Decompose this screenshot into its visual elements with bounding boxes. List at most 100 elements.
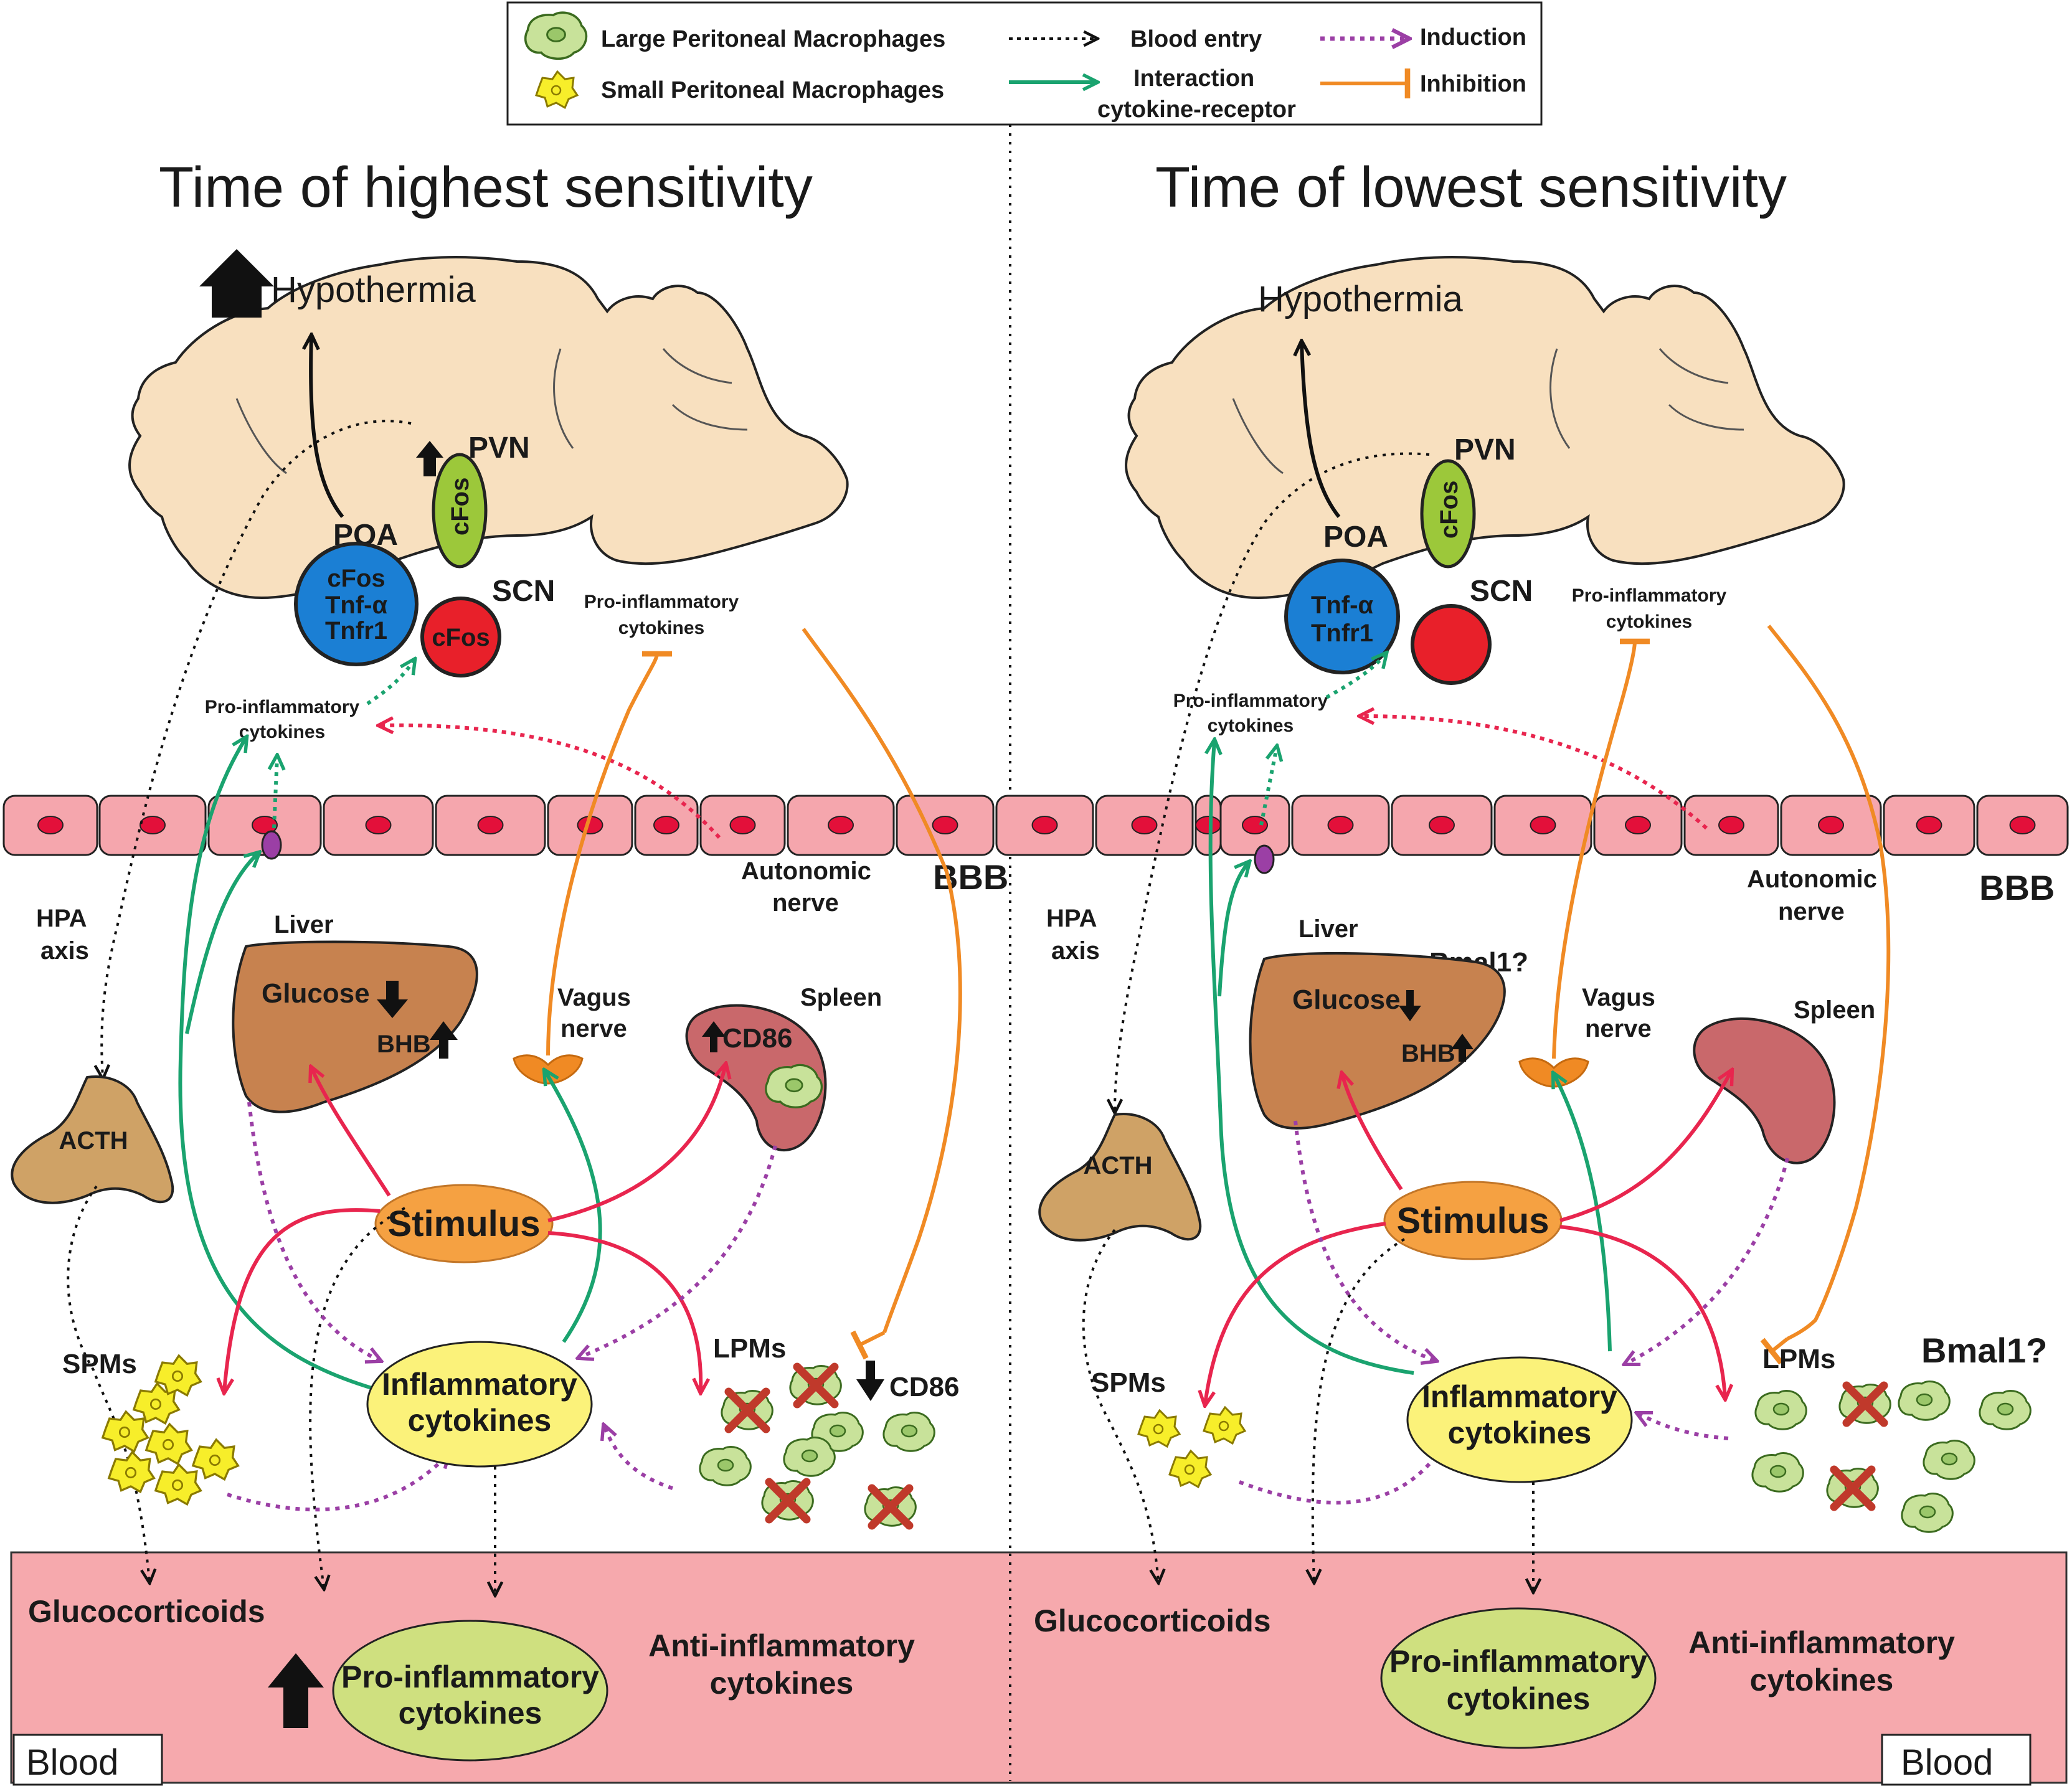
left-hpa-axis-path bbox=[102, 420, 412, 1077]
left-inflam-to-bbb-cytokines-arrow bbox=[178, 738, 374, 1390]
left-bbb-label: BBB bbox=[933, 857, 1008, 897]
legend-box bbox=[506, 1, 1543, 126]
bbb-cell bbox=[207, 795, 322, 856]
bbb-cell bbox=[1391, 795, 1493, 856]
left-hpa-label-1: HPA bbox=[36, 905, 87, 932]
right-bhb-up-arrow-icon bbox=[1451, 1034, 1474, 1062]
bbb-nucleus bbox=[252, 816, 278, 834]
lpm-icon bbox=[1751, 1452, 1804, 1493]
spm-icon bbox=[154, 1354, 202, 1397]
cross-icon bbox=[1830, 1465, 1876, 1511]
legend-interaction-label-2: cytokine-receptor bbox=[1097, 97, 1296, 123]
lpm-icon bbox=[882, 1412, 935, 1452]
left-hpa-label-2: axis bbox=[40, 937, 89, 965]
right-bbb-cytokines-line-2: cytokines bbox=[1208, 715, 1294, 736]
spm-icon bbox=[1203, 1405, 1247, 1445]
left-spleen-label: Spleen bbox=[800, 984, 882, 1011]
bbb-nucleus bbox=[365, 816, 392, 834]
bbb-nucleus bbox=[1195, 816, 1221, 834]
right-scn-label: SCN bbox=[1470, 575, 1533, 608]
right-inflammatory-line-2: cytokines bbox=[1448, 1415, 1592, 1450]
left-acth-label: ACTH bbox=[59, 1127, 128, 1154]
left-autonomic-label-1: Autonomic bbox=[741, 857, 871, 885]
left-cerebellum-fold bbox=[662, 348, 748, 431]
left-inflammatory-node bbox=[366, 1341, 593, 1468]
left-spms-to-inflam-arrow bbox=[227, 1454, 448, 1512]
bbb-nucleus bbox=[37, 816, 64, 834]
bbb-cell bbox=[1780, 795, 1882, 856]
right-blood-box bbox=[1881, 1734, 2032, 1786]
right-poa-to-hypothermia-arrow bbox=[1302, 342, 1341, 518]
left-blood-label: Blood bbox=[26, 1742, 118, 1783]
left-autonomic-inhibition-line bbox=[802, 628, 962, 1333]
bbb-cell bbox=[547, 795, 633, 856]
blood-brain-barrier bbox=[2, 795, 2069, 856]
right-acth-label: ACTH bbox=[1083, 1152, 1152, 1179]
left-spm-cluster bbox=[101, 1354, 240, 1506]
left-glucose-label: Glucose bbox=[262, 978, 370, 1009]
left-autonomic-to-cytokines-arrow bbox=[380, 725, 721, 839]
left-stimulus-to-spms-arrow bbox=[224, 1208, 381, 1392]
right-pvn-cfos-label: cFos bbox=[1436, 481, 1463, 539]
right-anti-blood-line-1: Anti-inflammatory bbox=[1688, 1625, 1955, 1660]
bbb-cell bbox=[323, 795, 434, 856]
right-bbb-cytokines-line-1: Pro-inflammatory bbox=[1173, 691, 1328, 711]
bbb-cell bbox=[787, 795, 895, 856]
legend-induction-label: Induction bbox=[1420, 24, 1526, 50]
bbb-nucleus bbox=[1327, 816, 1354, 834]
spm-legend-icon bbox=[535, 70, 579, 110]
right-stimulus-to-lpms-arrow bbox=[1559, 1225, 1725, 1398]
bbb-nucleus bbox=[1242, 816, 1268, 834]
right-spleen-to-inflam-arrow bbox=[1625, 1158, 1789, 1364]
legend-inhibition-label: Inhibition bbox=[1420, 71, 1526, 97]
right-liver-label: Liver bbox=[1299, 915, 1358, 943]
lpm-depleted-icon bbox=[864, 1484, 917, 1530]
right-glucocorticoids-label: Glucocorticoids bbox=[1034, 1603, 1271, 1638]
spm-icon bbox=[1137, 1409, 1181, 1448]
right-bbb-receptor bbox=[1254, 844, 1275, 874]
lpm-depleted-icon bbox=[761, 1478, 814, 1524]
lpm-icon bbox=[1979, 1390, 2032, 1430]
left-cortex-fold bbox=[235, 348, 574, 474]
right-brain-cytokines-line-2: cytokines bbox=[1606, 611, 1692, 632]
left-green-branch-to-receptor-arrow bbox=[185, 853, 258, 1034]
bbb-cell bbox=[634, 795, 699, 856]
bbb-cell bbox=[1291, 795, 1390, 856]
legend-interaction-label-1: Interaction bbox=[1133, 65, 1254, 92]
left-bbb-cytokines-line-1: Pro-inflammatory bbox=[205, 697, 360, 717]
right-hypothermia-label: Hypothermia bbox=[1258, 279, 1464, 319]
right-poa-line-2: Tnfr1 bbox=[1311, 620, 1373, 647]
left-stimulus-to-spleen-arrow bbox=[547, 1065, 726, 1222]
right-vagus-label-2: nerve bbox=[1585, 1015, 1652, 1042]
left-bbb-cytokines-to-scn-arrow bbox=[366, 660, 414, 706]
legend-spm-label: Small Peritoneal Macrophages bbox=[601, 77, 944, 103]
bbb-nucleus bbox=[1625, 816, 1651, 834]
left-acth-to-glucocorticoids-arrow bbox=[67, 1185, 149, 1582]
right-autonomic-to-cytokines-arrow bbox=[1361, 716, 1708, 830]
bbb-cell bbox=[1095, 795, 1194, 856]
right-brain bbox=[1125, 256, 1845, 600]
right-vagus-label-1: Vagus bbox=[1582, 984, 1655, 1011]
left-acth-gland bbox=[11, 1075, 174, 1204]
cross-icon bbox=[793, 1362, 839, 1409]
bbb-nucleus bbox=[932, 816, 958, 834]
right-pvn-label: PVN bbox=[1454, 433, 1516, 466]
spm-icon bbox=[144, 1422, 193, 1466]
left-spleen-to-inflam-arrow bbox=[579, 1145, 777, 1357]
left-poa-line-3: Tnfr1 bbox=[325, 617, 387, 644]
left-cd86-down-label: CD86 bbox=[889, 1372, 960, 1402]
right-autonomic-label-1: Autonomic bbox=[1747, 866, 1877, 893]
cross-icon bbox=[868, 1484, 914, 1530]
right-vagus-nerve-icon bbox=[1518, 1057, 1589, 1088]
legend-blood-entry-label: Blood entry bbox=[1130, 26, 1262, 52]
left-glucose-down-arrow-icon bbox=[377, 981, 408, 1018]
left-stimulus-to-liver-arrow bbox=[311, 1068, 391, 1197]
legend-lpm-label: Large Peritoneal Macrophages bbox=[601, 26, 945, 52]
right-spms-to-inflam-arrow bbox=[1238, 1438, 1448, 1505]
right-lpm-cluster bbox=[1751, 1381, 2032, 1533]
bbb-nucleus bbox=[1916, 816, 1942, 834]
bbb-cell bbox=[1976, 795, 2069, 856]
left-lpm-cluster bbox=[699, 1362, 935, 1530]
left-poa-region bbox=[294, 542, 419, 666]
